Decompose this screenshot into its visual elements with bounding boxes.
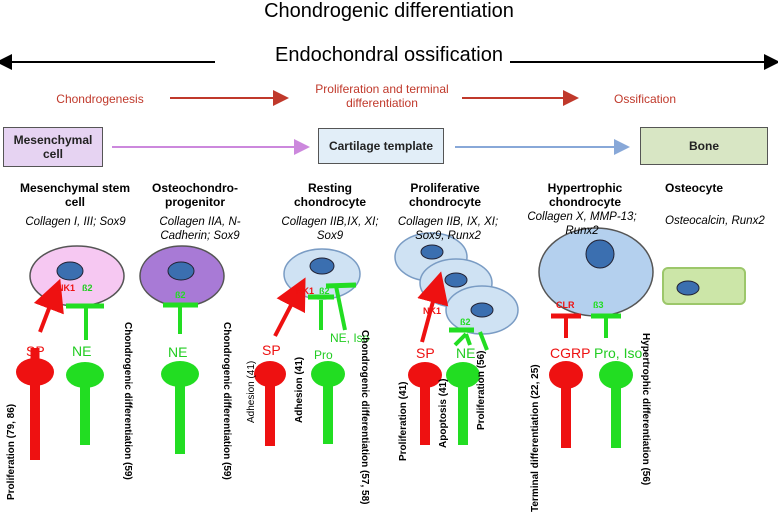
box-cartilage: Cartilage template (318, 128, 444, 164)
cell-name-proliferative: Proliferative chondrocyte (408, 181, 481, 209)
effect-proliferation-proliferative: Proliferation (41) (398, 381, 409, 461)
cell-markers-osteocyte: Osteocalcin, Runx2 (665, 215, 765, 227)
stage-proliferation: Proliferation and terminal differentiati… (315, 82, 449, 110)
receptor-nk1-proliferative: NK1 (423, 306, 442, 316)
ligand-cgrp: CGRP (550, 345, 591, 361)
effect-hypertrophic-diff: Hypertrophic differentiation (56) (640, 333, 651, 486)
cell-name-msc: Mesenchymal stem cell (19, 181, 131, 209)
diagram-subtitle: Endochondral ossification (275, 44, 503, 66)
cell-name-resting: Resting chondrocyte (293, 181, 366, 209)
effect-apoptosis-proliferative: Apoptosis (41) (438, 378, 449, 448)
receptor-b3: ß3 (593, 300, 604, 310)
ligand-pro-resting: Pro (314, 348, 333, 362)
stage-ossification: Ossification (613, 92, 677, 106)
receptor-nk1-resting: NK1 (296, 286, 315, 296)
cell-markers-progenitor: Collagen IIA, N-Cadherin; Sox9 (159, 216, 241, 242)
cell-osteocyte (662, 267, 746, 305)
cell-name-osteocyte: Osteocyte (665, 181, 724, 195)
effect-adhesion-resting: Adhesion (41) (294, 356, 305, 423)
cell-markers-proliferative: Collagen IIB, IX, XI; Sox9, Runx2 (397, 216, 499, 242)
effect-chondro-diff-msc: Chondrogenic differentiation (59) (122, 322, 133, 480)
effect-proliferation-msc: Proliferation (79, 86) (6, 403, 17, 500)
ligand-sp-resting: SP (262, 342, 281, 358)
effect-adhesion-negative: Adhesion (41) (246, 360, 257, 423)
ligand-pro-iso: Pro, Iso (594, 345, 643, 361)
cell-name-hypertrophic: Hypertrophic chondrocyte (547, 181, 623, 209)
effect-terminal-diff: Terminal differentiation (22, 25) (530, 364, 541, 512)
receptor-b2-msc: ß2 (82, 283, 93, 293)
receptor-b2-resting: ß2 (319, 286, 330, 296)
ligand-sp-proliferative: SP (416, 345, 435, 361)
box-bone: Bone (640, 127, 768, 165)
ligand-ne-proliferative: NE (456, 345, 476, 361)
cell-markers-hypertrophic: Collagen X, MMP-13; Runx2 (527, 211, 637, 237)
ligand-ne-msc: NE (72, 343, 92, 359)
receptor-b2-proliferative: ß2 (460, 317, 471, 327)
cell-name-progenitor: Osteochondro-progenitor (152, 181, 238, 209)
diagram-title: Chondrogenic differentiation (264, 0, 514, 22)
box-mesenchymal: Mesenchymal cell (3, 127, 103, 167)
receptor-b2-progenitor: ß2 (175, 290, 186, 300)
cell-markers-msc: Collagen I, III; Sox9 (25, 216, 126, 228)
effect-chondro-diff-progenitor: Chondrogenic differentiation (59) (221, 322, 232, 480)
effect-chondro-diff-resting: Chondrogenic differentiation (57, 58) (359, 330, 370, 505)
receptor-nk1-msc: NK1 (57, 283, 76, 293)
ligand-ne-iso-resting: NE, Iso (330, 331, 370, 345)
cell-markers-resting: Collagen IIB,IX, XI; Sox9 (281, 216, 379, 242)
receptor-clr: CLR (556, 300, 575, 310)
ligand-sp-msc: SP (26, 343, 45, 359)
ligand-ne-progenitor: NE (168, 344, 188, 360)
effect-proliferation-56: Proliferation (56) (476, 350, 487, 430)
stage-chondrogenesis: Chondrogenesis (56, 92, 144, 106)
